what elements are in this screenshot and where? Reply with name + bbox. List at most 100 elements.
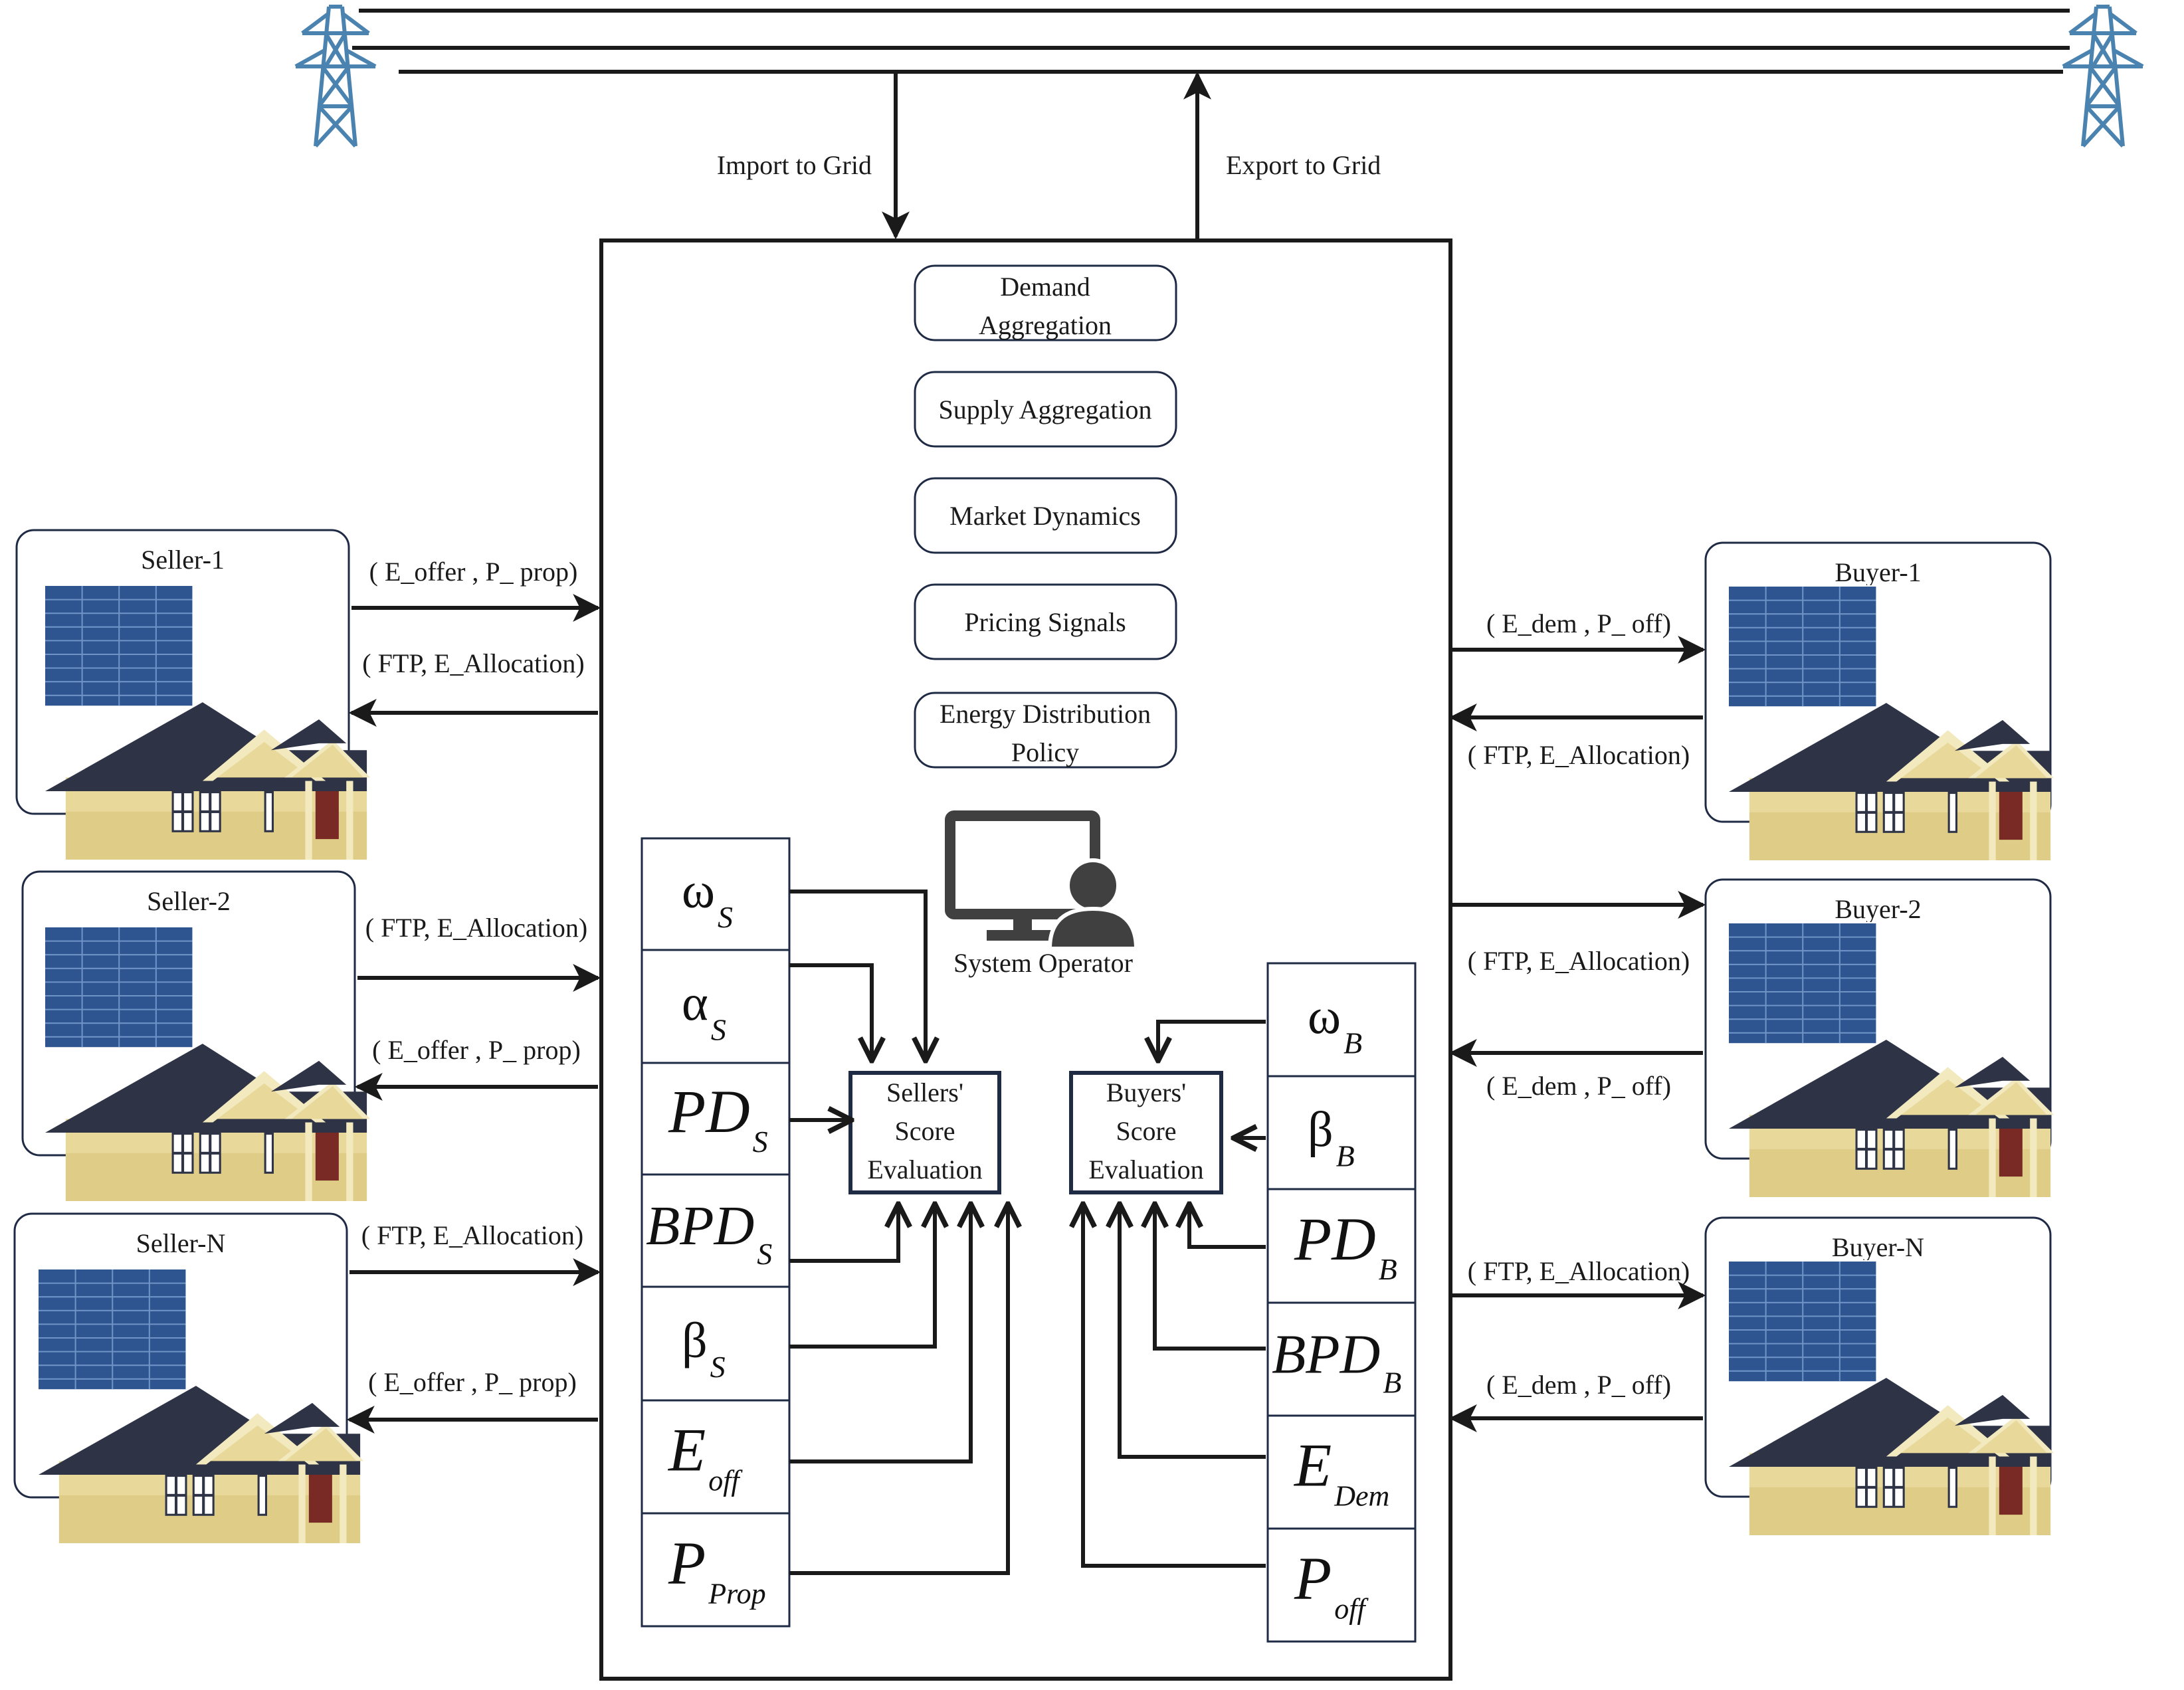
parameter-symbol: PD	[668, 1078, 750, 1145]
text-line: Evaluation	[1088, 1155, 1203, 1184]
parameter-cell: ωB	[1266, 962, 1417, 1078]
seller-card: Seller-2	[21, 870, 371, 1202]
text-line: Sellers'	[886, 1078, 963, 1107]
parameter-subscript: Dem	[1334, 1479, 1389, 1512]
system-operator-icon	[945, 810, 1139, 951]
seller-name: Seller-1	[141, 545, 225, 575]
parameter-symbol: ω	[682, 863, 715, 919]
parameter-symbol: β	[682, 1313, 708, 1368]
svg-text:Pricing Signals: Pricing Signals	[964, 607, 1126, 637]
flow-label: ( E_dem , P_ off)	[1486, 609, 1671, 638]
text-line: Score	[894, 1116, 955, 1146]
parameter-symbol: BPD	[1272, 1323, 1380, 1385]
parameter-cell: ωS	[641, 837, 791, 951]
function-box: Supply Aggregation	[914, 371, 1177, 448]
svg-text:αS: αS	[682, 975, 726, 1046]
buyer-flow-arrows	[1448, 1281, 1706, 1432]
text-line: Energy Distribution	[940, 699, 1151, 729]
buyer-card: Buyer-2	[1704, 878, 2055, 1198]
svg-text:Supply Aggregation: Supply Aggregation	[938, 395, 1151, 424]
parameter-symbol: PD	[1294, 1205, 1376, 1273]
parameter-cell: βS	[641, 1285, 791, 1402]
flow-label: ( FTP, E_Allocation)	[361, 1220, 583, 1250]
parameter-subscript: S	[757, 1237, 772, 1271]
transmission-grid	[296, 7, 2143, 146]
import-to-grid-label: Import to Grid	[717, 150, 872, 180]
flow-label: ( E_dem , P_ off)	[1486, 1370, 1671, 1400]
text-line: Pricing Signals	[964, 607, 1126, 637]
text-line: Policy	[1011, 737, 1079, 767]
parameter-symbol: E	[667, 1416, 706, 1483]
svg-text:EDem: EDem	[1293, 1431, 1389, 1512]
parameter-subscript: off	[708, 1464, 743, 1497]
text-line: Buyers'	[1106, 1078, 1187, 1107]
parameter-subscript: S	[710, 1350, 726, 1384]
svg-text:PDS: PDS	[668, 1078, 768, 1159]
sellers: Seller-1 ( E_offer , P_ prop) ( FTP, E_All…	[13, 529, 601, 1545]
seller-card: Seller-N	[13, 1212, 365, 1545]
buyer-card: Buyer-1	[1704, 541, 2055, 862]
parameter-symbol: BPD	[646, 1195, 754, 1257]
seller-flow-arrows	[354, 964, 601, 1101]
buyer-name: Buyer-1	[1835, 557, 1921, 587]
text-line: Supply Aggregation	[938, 395, 1151, 424]
parameter-symbol: P	[668, 1529, 706, 1596]
buyer-name: Buyer-2	[1835, 894, 1921, 924]
parameter-subscript: B	[1379, 1252, 1397, 1286]
seller-score-connectors	[789, 890, 1008, 1575]
buyer-flow-arrows	[1448, 891, 1706, 1067]
parameter-cell: BPDS	[641, 1173, 791, 1288]
text-line: Score	[1116, 1116, 1176, 1146]
parameter-subscript: S	[718, 900, 733, 934]
flow-label: ( FTP, E_Allocation)	[1468, 740, 1690, 770]
parameter-symbol: α	[682, 975, 708, 1031]
parameter-subscript: S	[711, 1012, 726, 1046]
flow-label: ( E_offer , P_ prop)	[368, 1367, 577, 1397]
flow-label: ( E_offer , P_ prop)	[369, 557, 578, 587]
text-line: Market Dynamics	[949, 501, 1141, 531]
parameter-subscript: off	[1334, 1592, 1369, 1625]
parameter-subscript: B	[1336, 1139, 1355, 1173]
svg-text:ωS: ωS	[682, 863, 733, 934]
parameter-subscript: Prop	[708, 1577, 765, 1610]
flow-label: ( E_dem , P_ off)	[1486, 1071, 1671, 1101]
flow-label: ( FTP, E_Allocation)	[1468, 946, 1690, 976]
parameter-subscript: S	[753, 1125, 768, 1159]
svg-text:BPDS: BPDS	[646, 1195, 772, 1271]
svg-text:PProp: PProp	[668, 1529, 766, 1610]
buyer-flow-arrows	[1448, 636, 1706, 731]
parameter-symbol: ω	[1308, 988, 1341, 1044]
parameter-subscript: B	[1383, 1365, 1401, 1399]
buyer-card: Buyer-N	[1704, 1216, 2055, 1537]
seller-flow-arrows	[348, 594, 601, 727]
text-line: Demand	[1000, 272, 1090, 302]
parameter-cell: EDem	[1266, 1414, 1417, 1530]
svg-text:Poff: Poff	[1294, 1544, 1369, 1625]
text-line: Evaluation	[867, 1155, 982, 1184]
flow-label: ( FTP, E_Allocation)	[365, 913, 587, 943]
parameter-cell: αS	[641, 949, 791, 1064]
svg-text:Eoff: Eoff	[667, 1416, 743, 1497]
grid-exchange-arrows	[882, 71, 1211, 240]
transmission-tower-right-icon	[2063, 7, 2143, 146]
buyer-name: Buyer-N	[1832, 1232, 1924, 1262]
parameter-cell: PDB	[1266, 1188, 1417, 1304]
parameter-subscript: B	[1343, 1026, 1362, 1060]
parameter-symbol: β	[1308, 1101, 1334, 1157]
svg-text:PDB: PDB	[1294, 1205, 1397, 1286]
seller-name: Seller-N	[136, 1228, 226, 1258]
parameter-cell: PProp	[641, 1512, 791, 1628]
svg-text:βS: βS	[682, 1313, 726, 1384]
parameter-cell: βB	[1266, 1075, 1417, 1190]
flow-label: ( E_offer , P_ prop)	[372, 1035, 581, 1065]
flow-label: ( FTP, E_Allocation)	[362, 648, 584, 678]
